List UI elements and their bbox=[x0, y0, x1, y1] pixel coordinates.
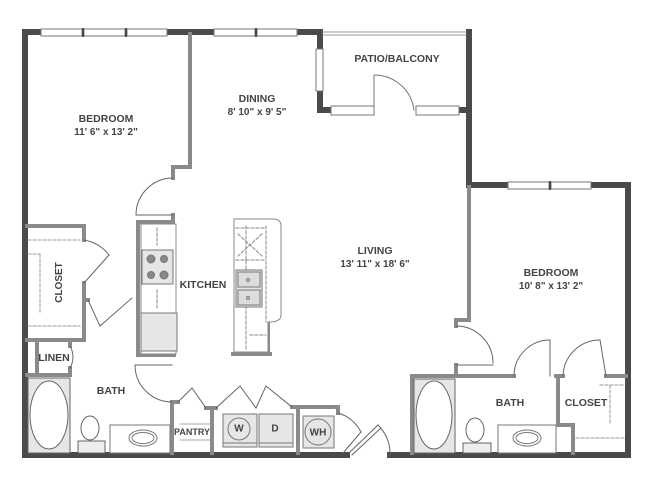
toilet-1 bbox=[77, 415, 106, 454]
water-heater bbox=[302, 415, 335, 449]
room-name: BATH bbox=[96, 385, 126, 397]
room-bath-2: BATH bbox=[496, 397, 524, 410]
washer-label: W bbox=[234, 423, 244, 435]
windows bbox=[40, 28, 592, 190]
room-patio: PATIO/BALCONY bbox=[354, 53, 439, 66]
room-name: LIVING bbox=[357, 245, 393, 257]
room-dimensions: 8' 10" x 9' 5" bbox=[227, 107, 287, 118]
room-linen: LINEN bbox=[38, 352, 70, 365]
room-name: DINING bbox=[238, 93, 276, 105]
room-name: PANTRY bbox=[174, 427, 210, 437]
washer bbox=[222, 413, 258, 448]
toilet-2 bbox=[462, 417, 492, 454]
room-pantry: PANTRY bbox=[174, 426, 210, 439]
room-kitchen: KITCHEN bbox=[180, 279, 227, 292]
room-bedroom-1: BEDROOM 11' 6" x 13' 2" bbox=[74, 113, 138, 139]
room-name: CLOSET bbox=[564, 397, 608, 409]
room-dimensions: 10' 8" x 13' 2" bbox=[518, 281, 584, 292]
vanity-1 bbox=[109, 424, 171, 454]
vanity-2 bbox=[497, 424, 557, 454]
room-dining: DINING 8' 10" x 9' 5" bbox=[228, 93, 287, 119]
room-dimensions: 13' 11" x 18' 6" bbox=[340, 259, 410, 270]
refrigerator bbox=[140, 312, 178, 352]
room-name: LINEN bbox=[38, 352, 70, 364]
bathtub-2 bbox=[413, 378, 456, 454]
room-bedroom-2: BEDROOM 10' 8" x 13' 2" bbox=[519, 267, 583, 293]
room-name: PATIO/BALCONY bbox=[354, 53, 440, 65]
room-name: BEDROOM bbox=[78, 113, 134, 125]
room-name: BATH bbox=[495, 397, 525, 409]
room-closet-2: CLOSET bbox=[565, 397, 608, 410]
doors[interactable] bbox=[69, 177, 607, 456]
room-bath-1: BATH bbox=[97, 385, 125, 398]
closet-shelves bbox=[27, 239, 626, 439]
room-dimensions: 11' 6" x 13' 2" bbox=[74, 127, 138, 138]
kitchen-sink bbox=[235, 269, 263, 308]
interior-walls bbox=[25, 32, 628, 455]
room-closet-1: CLOSET bbox=[53, 262, 65, 303]
patio-door[interactable] bbox=[330, 74, 460, 116]
dryer-label: D bbox=[271, 423, 279, 435]
patio-railing bbox=[322, 31, 467, 36]
exterior-walls bbox=[22, 29, 631, 458]
dryer bbox=[258, 413, 294, 448]
room-living: LIVING 13' 11" x 18' 6" bbox=[340, 245, 409, 271]
room-name: BEDROOM bbox=[523, 267, 579, 279]
range-stove bbox=[141, 249, 174, 285]
room-name: KITCHEN bbox=[179, 279, 227, 291]
water-heater-label: WH bbox=[309, 427, 327, 439]
bathtub-1 bbox=[27, 377, 71, 454]
